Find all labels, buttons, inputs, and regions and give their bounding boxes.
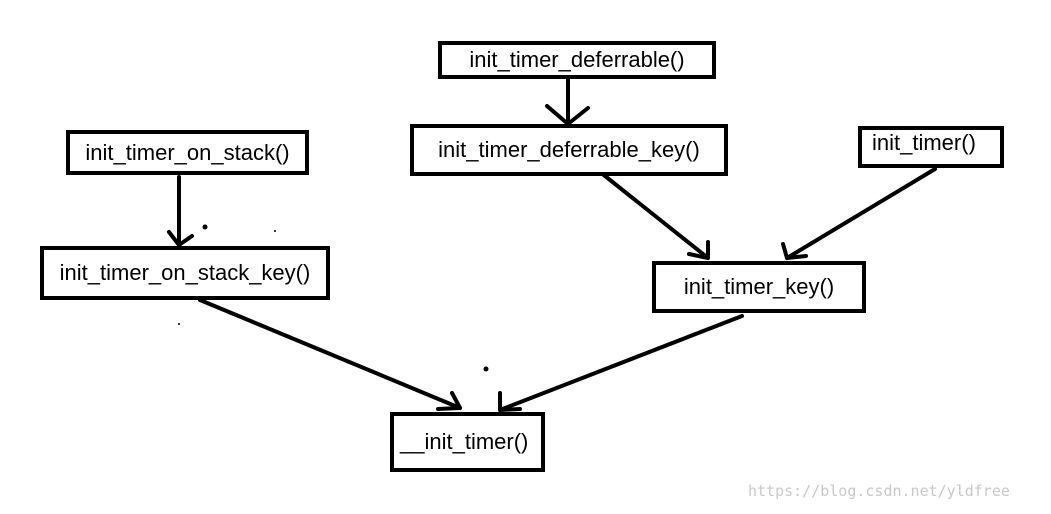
node-init-timer-key: init_timer_key() xyxy=(652,261,866,313)
node-label: init_timer_on_stack() xyxy=(85,139,290,165)
stray-dot xyxy=(178,323,180,325)
node-init-timer-on-stack-key: init_timer_on_stack_key() xyxy=(40,246,330,300)
arrowhead-init-timer-right xyxy=(498,391,522,412)
watermark: https://blog.csdn.net/yldfree xyxy=(748,482,1010,500)
arrow-on-stack-key-to-init-timer xyxy=(198,298,462,410)
node-label: init_timer_on_stack_key() xyxy=(59,260,311,285)
arrowhead-on-stack-key xyxy=(167,230,194,247)
arrowhead-timer-key-left xyxy=(687,240,710,260)
node-label: init_timer_key() xyxy=(683,274,835,299)
arrowhead-init-timer-left xyxy=(436,391,462,411)
arrow-timer-key-to-init-timer xyxy=(498,314,744,412)
stray-dot xyxy=(483,366,489,372)
arrow-deferrable-key-to-timer-key xyxy=(598,170,710,260)
node-label: __init_timer() xyxy=(400,429,529,454)
node-label: init_timer() xyxy=(872,130,976,155)
node-init-timer: init_timer() xyxy=(858,126,1004,168)
node-init-timer-deferrable-key: init_timer_deferrable_key() xyxy=(410,124,728,176)
node-label: init_timer_deferrable_key() xyxy=(438,137,700,162)
node-init-timer-on-stack: init_timer_on_stack() xyxy=(66,130,309,175)
arrowhead-timer-key-right xyxy=(781,242,808,260)
stray-dot xyxy=(274,230,276,232)
stray-dot xyxy=(202,224,208,230)
node-underscore-init-timer: __init_timer() xyxy=(390,412,545,472)
node-label: init_timer_deferrable() xyxy=(469,47,685,72)
arrow-timer-to-timer-key xyxy=(785,167,937,260)
node-init-timer-deferrable: init_timer_deferrable() xyxy=(438,41,716,79)
